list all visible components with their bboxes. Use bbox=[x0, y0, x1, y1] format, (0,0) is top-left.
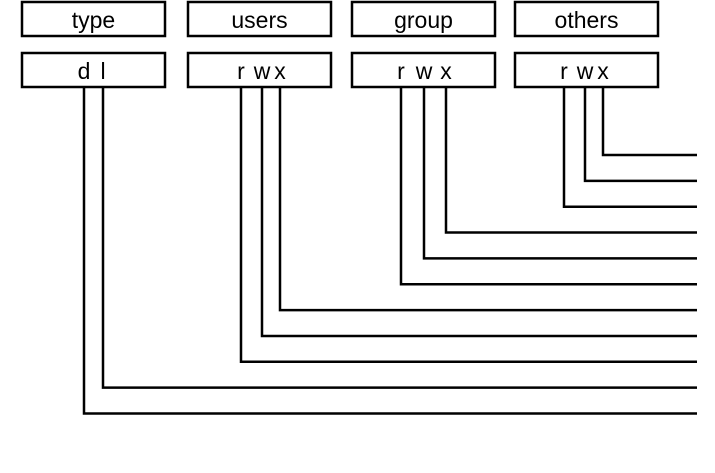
header-box-others: others bbox=[513, 0, 660, 38]
bits-box-users bbox=[186, 51, 333, 89]
header-label-group: group bbox=[394, 7, 453, 33]
header-box-group: group bbox=[350, 0, 497, 38]
bit-letter-users-w: w bbox=[253, 58, 271, 84]
wire-users-w bbox=[260, 87, 697, 338]
wire-users-r bbox=[239, 87, 697, 364]
header-box-users: users bbox=[186, 0, 333, 38]
bit-letter-users-r: r bbox=[237, 58, 245, 84]
wire-others-x bbox=[601, 87, 697, 157]
wire-group-w bbox=[422, 87, 697, 260]
bit-letter-group-w: w bbox=[415, 58, 433, 84]
header-box-type: type bbox=[20, 0, 167, 38]
wire-group-x bbox=[444, 87, 697, 234]
wire-others-r bbox=[562, 87, 697, 208]
wire-type-l bbox=[101, 87, 697, 389]
bits-box-type bbox=[20, 51, 167, 89]
wire-others-w bbox=[583, 87, 697, 183]
connector-lines bbox=[82, 87, 697, 415]
bit-letter-others-r: r bbox=[560, 58, 568, 84]
bit-letter-type-l: l bbox=[100, 58, 105, 84]
header-label-others: others bbox=[555, 7, 619, 33]
bit-letter-group-x: x bbox=[440, 58, 452, 84]
bit-letter-group-r: r bbox=[397, 58, 405, 84]
wire-group-r bbox=[399, 87, 697, 286]
wire-type-d bbox=[82, 87, 697, 415]
bits-box-group bbox=[350, 51, 497, 89]
header-label-type: type bbox=[72, 7, 115, 33]
bit-letter-type-d: d bbox=[78, 58, 91, 84]
header-label-users: users bbox=[231, 7, 287, 33]
bits-box-others bbox=[513, 51, 660, 89]
bit-letter-others-x: x bbox=[597, 58, 609, 84]
wire-users-x bbox=[278, 87, 697, 312]
bit-letter-users-x: x bbox=[274, 58, 286, 84]
bit-letter-others-w: w bbox=[576, 58, 594, 84]
